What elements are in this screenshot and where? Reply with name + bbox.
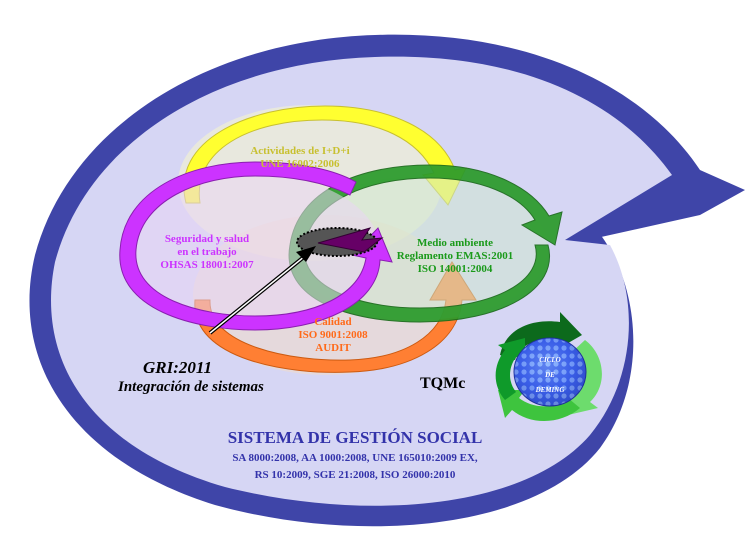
- label-social: SISTEMA DE GESTIÓN SOCIAL SA 8000:2008, …: [228, 428, 483, 481]
- social-line1: SA 8000:2008, AA 1000:2008, UNE 165010:2…: [232, 452, 478, 464]
- deming-cycle: [495, 312, 602, 422]
- quality-line2: ISO 9001:2008: [298, 329, 368, 341]
- quality-line1: Calidad: [314, 316, 351, 328]
- safety-line3: OHSAS 18001:2007: [160, 259, 254, 271]
- label-environment: Medio ambiente Reglamento EMAS:2001 ISO …: [397, 237, 513, 275]
- circle-safety: [119, 161, 393, 331]
- environment-line2: Reglamento EMAS:2001: [397, 250, 513, 262]
- environment-line1: Medio ambiente: [417, 237, 493, 249]
- label-research: Actividades de I+D+i UNE 16002:2006: [250, 145, 349, 170]
- gri-title: GRI:2011: [143, 358, 212, 377]
- research-line2: UNE 16002:2006: [260, 158, 340, 170]
- deming-arrow-4: [495, 338, 525, 400]
- deming-line2: DE: [544, 371, 555, 379]
- tqm-label: TQMc: [420, 375, 465, 392]
- deming-line1: CICLO: [539, 356, 560, 364]
- label-quality: Calidad ISO 9001:2008 AUDIT: [298, 316, 368, 354]
- deming-line3: DEMING: [535, 386, 565, 394]
- gri-arrow: [208, 246, 316, 335]
- quality-line3: AUDIT: [315, 342, 351, 354]
- research-line1: Actividades de I+D+i: [250, 145, 349, 157]
- label-gri: GRI:2011 Integración de sistemas: [117, 358, 264, 395]
- label-safety: Seguridad y salud en el trabajo OHSAS 18…: [160, 233, 254, 271]
- safety-line1: Seguridad y salud: [165, 233, 249, 245]
- social-title: SISTEMA DE GESTIÓN SOCIAL: [228, 428, 483, 447]
- social-line2: RS 10:2009, SGE 21:2008, ISO 26000:2010: [255, 469, 456, 481]
- deming-arrow-3: [498, 390, 580, 422]
- center-integration: [296, 227, 384, 257]
- environment-line3: ISO 14001:2004: [418, 263, 493, 275]
- deming-label: CICLO DE DEMING: [535, 356, 565, 394]
- gri-subtitle: Integración de sistemas: [117, 379, 264, 395]
- safety-line2: en el trabajo: [177, 246, 237, 258]
